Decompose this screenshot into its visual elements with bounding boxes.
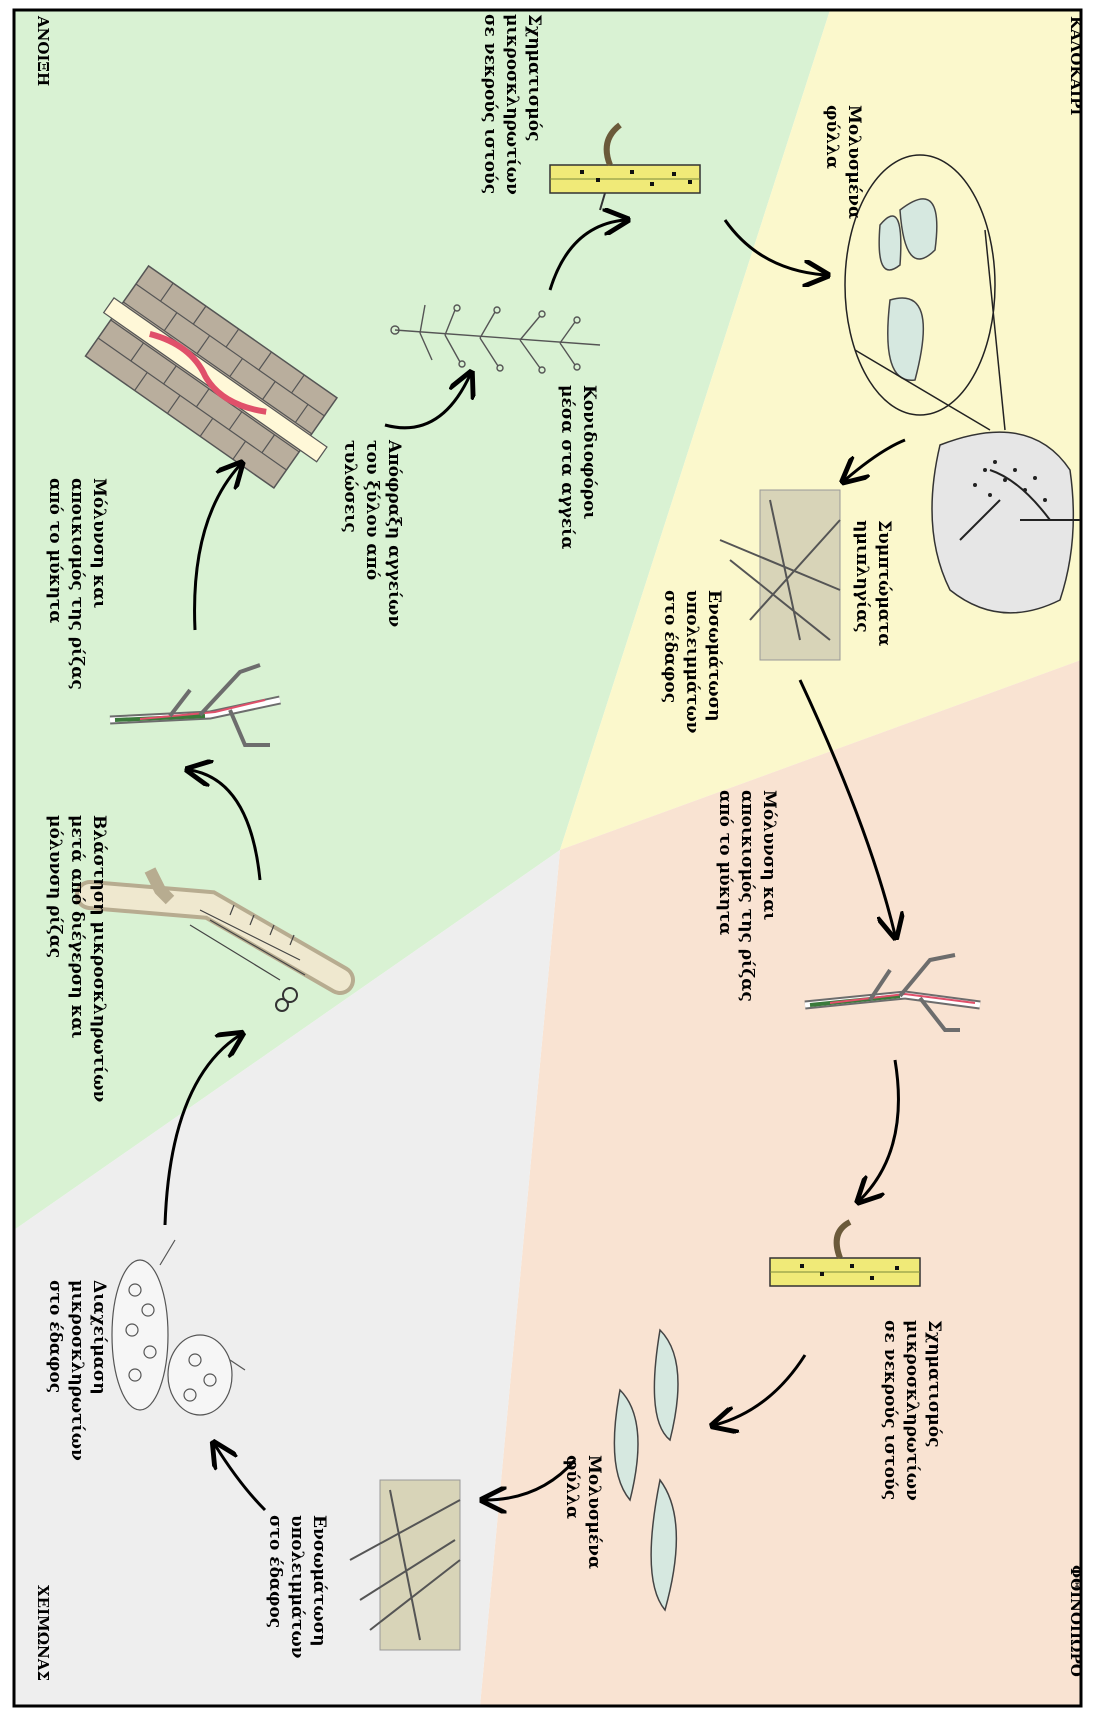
label-symptoms: Συμπτώματα ημιπληγίας <box>851 520 895 646</box>
label-infected-leaves-summer: Μολυσμένα φύλλα <box>821 105 865 219</box>
label-incorporation-winter: Ενσωμάτωση υπολειμμάτων στο έδαφος <box>264 1515 330 1658</box>
text-incorporation-summer: Ενσωμάτωση υπολειμμάτων στο έδαφος <box>660 590 724 733</box>
season-label-winter: ΧΕΙΜΩΝΑΣ <box>34 1585 52 1681</box>
season-winter-text: ΧΕΙΜΩΝΑΣ <box>34 1585 52 1681</box>
season-autumn-text: ΦΘΙΝΟΠΩΡΟ <box>1067 1565 1085 1677</box>
text-germination: Βλάστηση μικροσκληρωτίων μετά από διέγερ… <box>45 815 109 1102</box>
text-winter-survival: Διαχείμαση μικροσκληρωτίων στο έδαφος <box>45 1280 109 1461</box>
season-spring-text: ΑΝΟΙΞΗ <box>34 16 52 86</box>
wilted-leaf-illustration <box>932 432 1080 613</box>
text-infected-leaves-summer: Μολυσμένα φύλλα <box>822 105 864 219</box>
text-infected-leaves-autumn: Μολυσμένα φύλλα <box>562 1455 604 1569</box>
season-summer-text: ΚΑΛΟΚΑΙΡΙ <box>1067 16 1085 115</box>
text-incorporation-winter: Ενσωμάτωση υπολειμμάτων στο έδαφος <box>265 1515 329 1658</box>
season-label-summer: ΚΑΛΟΚΑΙΡΙ <box>1067 16 1085 115</box>
text-symptoms: Συμπτώματα ημιπληγίας <box>852 520 894 646</box>
label-infected-leaves-autumn: Μολυσμένα φύλλα <box>561 1455 605 1569</box>
text-spring-microsclerotia: Σχηματισμός μικροσκληρωτίων σε νεκρούς ι… <box>480 14 544 195</box>
text-root-infection-autumn: Μόλυνση και αποικισμός της ρίζας από το … <box>715 790 779 1002</box>
label-microsclerotia-autumn: Σχηματισμός μικροσκληρωτίων σε νεκρούς ι… <box>879 1320 945 1501</box>
label-winter-survival: Διαχείμαση μικροσκληρωτίων στο έδαφος <box>44 1280 110 1461</box>
label-vessel-block: Απόφραξη αγγείων του ξύλου από τυλώσεις <box>339 440 405 627</box>
text-root-infection-spring: Μόλυνση και αποικισμός της ρίζας από το … <box>45 478 109 690</box>
season-label-autumn: ΦΘΙΝΟΠΩΡΟ <box>1067 1565 1085 1677</box>
text-microsclerotia-autumn: Σχηματισμός μικροσκληρωτίων σε νεκρούς ι… <box>880 1320 944 1501</box>
label-conidiophores: Κονιδιοφόροι μέσα στα αγγεία <box>556 385 600 549</box>
season-label-spring: ΑΝΟΙΞΗ <box>34 16 52 86</box>
label-root-infection-spring: Μόλυνση και αποικισμός της ρίζας από το … <box>44 478 110 690</box>
text-conidiophores: Κονιδιοφόροι μέσα στα αγγεία <box>557 385 599 549</box>
label-root-infection-autumn: Μόλυνση και αποικισμός της ρίζας από το … <box>714 790 780 1002</box>
label-germination: Βλάστηση μικροσκληρωτίων μετά από διέγερ… <box>44 815 110 1102</box>
label-spring-microsclerotia: Σχηματισμός μικροσκληρωτίων σε νεκρούς ι… <box>479 14 545 195</box>
text-vessel-block: Απόφραξη αγγείων του ξύλου από τυλώσεις <box>340 440 404 627</box>
label-incorporation-summer: Ενσωμάτωση υπολειμμάτων στο έδαφος <box>659 590 725 733</box>
